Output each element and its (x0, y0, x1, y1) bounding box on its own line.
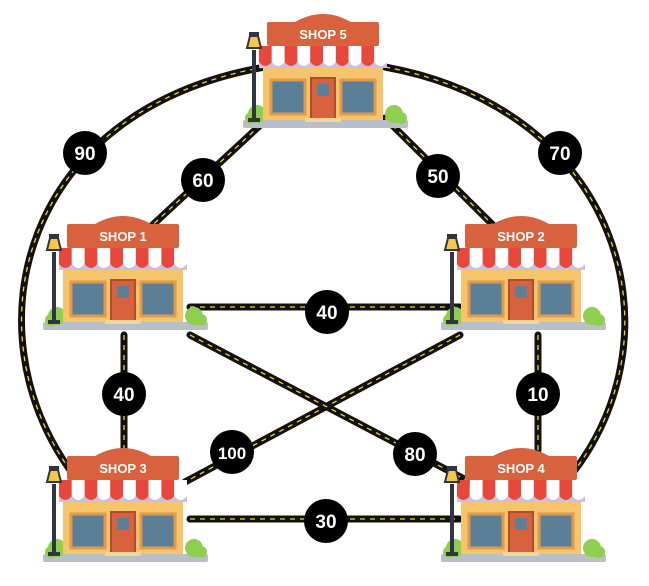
distance-badge (181, 158, 225, 202)
distance-value: 30 (315, 512, 336, 533)
shop-sign: SHOP 5 (267, 14, 379, 46)
distance-label-shop2-shop4: 10 (516, 372, 560, 416)
road-center-dash (184, 334, 461, 483)
distance-value: 40 (113, 385, 134, 406)
shop-window (69, 280, 107, 318)
distance-badge (210, 430, 254, 474)
distance-label-shop1-shop2: 40 (305, 290, 349, 334)
shop-name: SHOP 4 (497, 461, 545, 476)
door-window (117, 286, 129, 298)
street-lamp-icon (443, 466, 461, 556)
shop-shop4: SHOP 4 (441, 448, 606, 562)
shop-awning (59, 480, 187, 500)
distance-label-shop5-shop2: 50 (416, 154, 460, 198)
street-lamp-icon (443, 234, 461, 324)
road-center-dash (20, 66, 266, 471)
distance-badge (102, 372, 146, 416)
distance-value: 50 (427, 167, 448, 188)
distance-badge (416, 154, 460, 198)
shop-window (69, 512, 107, 550)
shop-step (105, 552, 141, 556)
distance-value: 40 (316, 303, 337, 324)
door-window (515, 518, 527, 530)
distance-badge (305, 290, 349, 334)
shop-window (467, 280, 505, 318)
shop-shop3: SHOP 3 (43, 448, 208, 562)
shop-roof-trim (259, 62, 387, 68)
bush-icon (583, 307, 605, 326)
sidewalk (441, 322, 606, 330)
road-shop5-shop4 (381, 63, 629, 474)
door-window (515, 286, 527, 298)
bush-icon (583, 539, 605, 558)
door-window (317, 84, 329, 96)
shop-awning (59, 248, 187, 268)
street-lamp-icon (45, 466, 63, 556)
shop-window (467, 512, 505, 550)
shop-step (105, 320, 141, 324)
shop-sign: SHOP 3 (67, 448, 179, 480)
sidewalk (43, 322, 208, 330)
shop-window (537, 280, 575, 318)
shop-sign: SHOP 1 (67, 216, 179, 248)
distance-label-shop5-shop3: 90 (63, 131, 107, 175)
street-lamp-icon (245, 32, 263, 122)
shop-step (503, 320, 539, 324)
shop-window (269, 78, 307, 116)
distance-labels-layer: 60 50 90 70 40 40 10 100 80 30 (63, 131, 582, 543)
shop-awning (259, 46, 387, 66)
shop-roof-trim (457, 264, 585, 270)
distance-badge (516, 372, 560, 416)
distance-label-shop5-shop4: 70 (538, 131, 582, 175)
bush-icon (185, 307, 207, 326)
road-center-dash (384, 66, 626, 471)
distance-value: 60 (192, 171, 213, 192)
distance-label-shop2-shop3: 100 (210, 430, 254, 474)
shop-window (139, 280, 177, 318)
distance-badge (63, 131, 107, 175)
distance-value: 100 (218, 444, 246, 463)
door-window (117, 518, 129, 530)
shop-roof-trim (457, 496, 585, 502)
road-shop5-shop3 (18, 63, 269, 474)
distance-label-shop3-shop4: 30 (304, 499, 348, 543)
shop-name: SHOP 5 (299, 27, 346, 42)
shop-step (305, 118, 341, 122)
distance-label-shop5-shop1: 60 (181, 158, 225, 202)
shop-sign: SHOP 2 (465, 216, 577, 248)
distance-value: 70 (549, 144, 570, 165)
shop-shop2: SHOP 2 (441, 216, 606, 330)
shop-window (339, 78, 377, 116)
distance-value: 80 (404, 445, 425, 466)
bush-icon (185, 539, 207, 558)
distance-badge (538, 131, 582, 175)
distance-badge (304, 499, 348, 543)
shop-sign: SHOP 4 (465, 448, 577, 480)
shop-roof-trim (59, 264, 187, 270)
shop-name: SHOP 2 (497, 229, 544, 244)
shops-layer: SHOP 5 SHOP 1 SHOP 2 SHOP 3 SHOP 4 (43, 14, 606, 562)
shop-step (503, 552, 539, 556)
shop-awning (457, 248, 585, 268)
bush-icon (385, 105, 407, 124)
shop-window (139, 512, 177, 550)
distance-badge (393, 432, 437, 476)
distance-label-shop1-shop3: 40 (102, 372, 146, 416)
shop-name: SHOP 1 (99, 229, 146, 244)
sidewalk (243, 120, 408, 128)
distance-label-shop1-shop4: 80 (393, 432, 437, 476)
distance-value: 10 (527, 385, 548, 406)
shop-roof-trim (59, 496, 187, 502)
street-lamp-icon (45, 234, 63, 324)
sidewalk (441, 554, 606, 562)
sidewalk (43, 554, 208, 562)
distance-value: 90 (74, 144, 95, 165)
shop-window (537, 512, 575, 550)
shop-name: SHOP 3 (99, 461, 146, 476)
shop-awning (457, 480, 585, 500)
shop-shop5: SHOP 5 (243, 14, 408, 128)
shop-shop1: SHOP 1 (43, 216, 208, 330)
